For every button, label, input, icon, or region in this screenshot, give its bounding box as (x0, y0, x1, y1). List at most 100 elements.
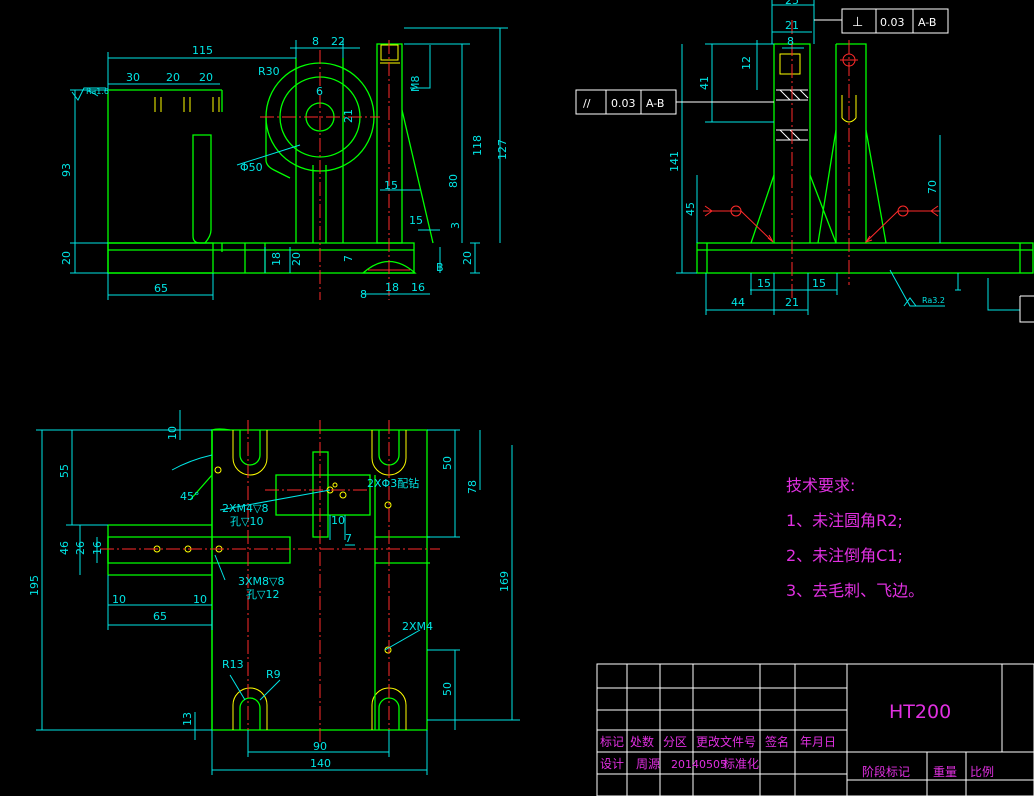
dim-text: 93 (60, 163, 73, 177)
dim-text: 22 (331, 35, 345, 48)
dim-text: 127 (496, 139, 509, 160)
tech-requirement-item: 1、未注圆角R2; (786, 511, 903, 530)
dim-text: 30 (126, 71, 140, 84)
side-view (575, 0, 1034, 323)
dim-text: 41 (698, 76, 711, 90)
dim-text: 141 (668, 151, 681, 172)
dim-text: 140 (310, 757, 331, 770)
dim-text: 50 (441, 682, 454, 696)
title-cell: 更改文件号 (696, 734, 756, 749)
dim-text: 2XΦ3配钻 (367, 476, 419, 490)
dim-text: 80 (447, 174, 460, 188)
dim-text: 26 (74, 541, 87, 555)
title-cell: 年月日 (800, 735, 836, 749)
dim-text: 21 (785, 296, 799, 309)
dim-text: 16 (411, 281, 425, 294)
tolerance-datum: A-B (918, 16, 936, 29)
title-cell: 标记 (600, 735, 624, 749)
dim-text: 2XM4▽8 (222, 502, 268, 515)
dim-text: 55 (58, 464, 71, 478)
side-base-plate (696, 242, 1034, 274)
dim-text: 25 (785, 0, 799, 7)
dim-text: 21 (342, 109, 355, 123)
dim-text: 15 (409, 214, 423, 227)
dim-text: 孔▽12 (246, 588, 279, 601)
perpendicularity-frame (814, 8, 949, 34)
title-cell: 比例 (970, 765, 994, 779)
dim-text: 20 (290, 252, 303, 266)
perpendicularity-symbol: ⊥ (852, 15, 863, 30)
dim-text: 115 (192, 44, 213, 57)
front-view (70, 27, 508, 300)
title-cell: 签名 (765, 734, 789, 749)
title-cell: 分区 (663, 735, 687, 749)
dim-text: R30 (258, 65, 280, 78)
dim-text: 20 (461, 251, 474, 265)
dim-text: 70 (926, 180, 939, 194)
title-cell: 处数 (630, 734, 654, 749)
dim-text: 8 (312, 35, 319, 48)
title-cell: 标准化 (723, 757, 759, 771)
dim-text: 195 (28, 575, 41, 596)
dim-text: 6 (316, 85, 323, 98)
dim-text: 12 (740, 56, 753, 70)
dim-text: 15 (757, 277, 771, 290)
dim-text: 13 (181, 712, 194, 726)
tech-requirements: 技术要求: 1、未注圆角R2; 2、未注倒角C1; 3、去毛刺、飞边。 (786, 468, 924, 608)
tech-requirement-item: 2、未注倒角C1; (786, 546, 903, 565)
dim-text: 20 (166, 71, 180, 84)
parallelism-frame (575, 89, 774, 115)
top-view (36, 410, 520, 775)
dim-text: 8 (360, 288, 367, 301)
dim-text: 10 (193, 593, 207, 606)
dim-text: 118 (471, 135, 484, 156)
dim-text: 20 (60, 251, 73, 265)
tolerance-value: 0.03 (611, 97, 636, 110)
title-cell: 设计 (600, 757, 624, 771)
dim-text: 3 (449, 222, 462, 229)
dim-text: 45 (684, 202, 697, 216)
roughness-label: Ra1.6 (86, 87, 109, 96)
tech-requirement-item: 3、去毛刺、飞边。 (786, 581, 925, 600)
dim-text: R9 (266, 668, 281, 681)
dim-text: 15 (384, 179, 398, 192)
dim-text: 孔▽10 (230, 515, 263, 528)
dim-text: 15 (812, 277, 826, 290)
dim-text: 65 (154, 282, 168, 295)
dim-text: 18 (385, 281, 399, 294)
dim-text: 16 (91, 541, 104, 555)
dim-text: 2XM4 (402, 620, 433, 633)
dim-text: 10 (331, 514, 345, 527)
tech-requirements-heading: 技术要求: (786, 476, 856, 495)
parallelism-symbol: // (583, 97, 591, 110)
dim-text: 44 (731, 296, 745, 309)
dim-text: 46 (58, 541, 71, 555)
dim-text: 90 (313, 740, 327, 753)
roughness-label: Ra3.2 (922, 296, 945, 305)
dim-text: 3XM8▽8 (238, 575, 284, 588)
dim-text: 50 (441, 456, 454, 470)
dim-text: M8 (409, 76, 422, 93)
title-block (596, 663, 1034, 796)
dim-text: 78 (466, 480, 479, 494)
dim-text: Φ50 (240, 161, 263, 174)
tolerance-value: 0.03 (880, 16, 905, 29)
dim-text: 45° (180, 490, 200, 503)
dim-text: 21 (785, 19, 799, 32)
dim-text: 10 (112, 593, 126, 606)
dim-text: B (436, 261, 444, 274)
title-cell: 周源 (636, 757, 660, 771)
dim-text: 20 (199, 71, 213, 84)
dim-text: 8 (787, 35, 794, 48)
dim-text: R13 (222, 658, 244, 671)
dim-text: 7 (342, 255, 355, 262)
dim-text: 10 (166, 426, 179, 440)
material-label: HT200 (889, 701, 951, 723)
title-cell: 重量 (933, 765, 957, 779)
dim-text: 18 (270, 252, 283, 266)
tolerance-datum: A-B (646, 97, 664, 110)
dim-text: 169 (498, 571, 511, 592)
title-cell: 20140505 (671, 758, 727, 771)
